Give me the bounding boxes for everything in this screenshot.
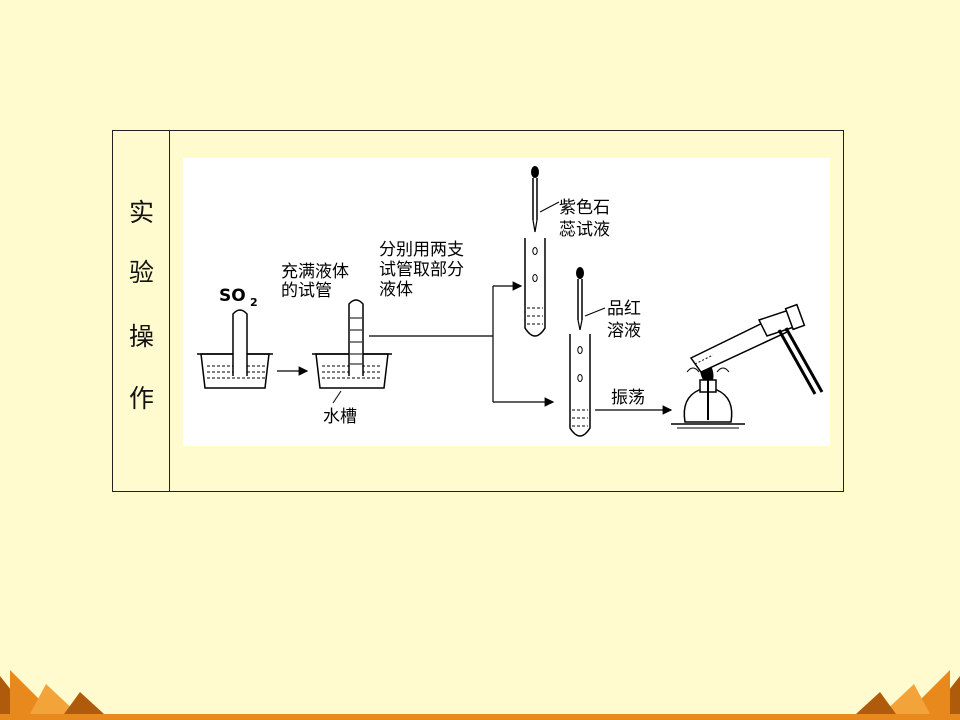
trough-so2: [197, 309, 273, 389]
split-label-line3: 液体: [379, 280, 413, 300]
test-tube-magenta: [569, 267, 591, 437]
test-tube-litmus: [524, 166, 546, 337]
row-label-char: 实: [128, 198, 154, 227]
trough-water: [312, 299, 392, 389]
so2-subscript: 2: [250, 296, 258, 309]
magenta-label-line1: 品红: [607, 299, 641, 319]
litmus-label-line2: 蕊试液: [559, 220, 610, 240]
filled-tube-label-line2: 的试管: [281, 281, 332, 301]
row-label-char: 作: [128, 384, 154, 413]
row-label-char: 操: [128, 322, 154, 351]
litmus-label-line1: 紫色石: [559, 198, 610, 218]
split-label-line1: 分别用两支: [379, 240, 464, 260]
row-label-cell: 实 验 操 作: [113, 131, 170, 491]
row-label-char: 验: [128, 258, 154, 287]
bottom-decoration: [0, 670, 960, 720]
alcohol-lamp-heating: [671, 303, 824, 429]
magenta-label-line2: 溶液: [607, 321, 641, 341]
shake-label: 振荡: [611, 388, 645, 408]
so2-label: SO: [219, 286, 246, 306]
trough-label: 水槽: [323, 407, 357, 427]
experiment-table: 实 验 操 作: [112, 130, 844, 492]
split-label-line2: 试管取部分: [379, 260, 464, 280]
filled-tube-label-line1: 充满液体: [281, 262, 349, 282]
experiment-diagram: SO 2 充满液体 的试管 水槽: [183, 158, 830, 446]
